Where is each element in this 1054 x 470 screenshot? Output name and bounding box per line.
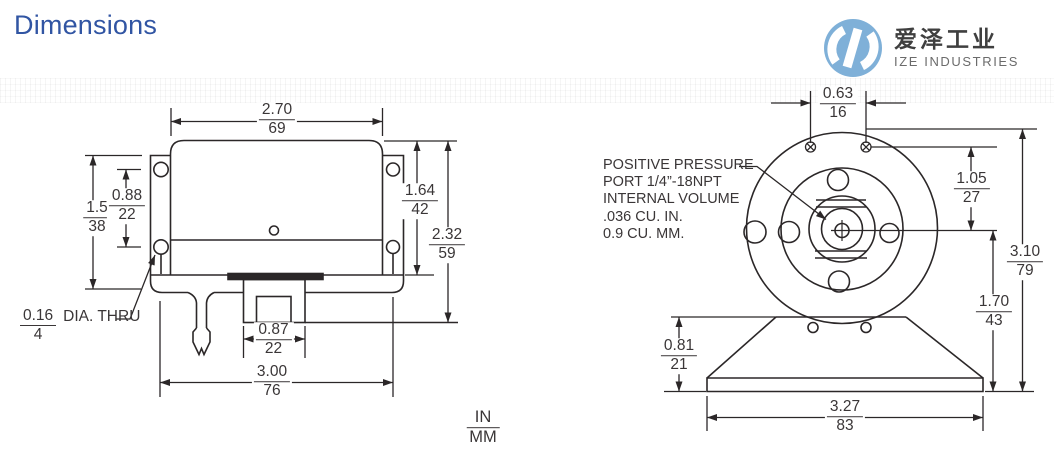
mounting-hole (153, 161, 170, 178)
logo-text-en: IZE INDUSTRIES (894, 54, 1019, 70)
dim-in: 0.87 (255, 321, 292, 341)
dim-in: 3.10 (1006, 243, 1044, 263)
note-line: INTERNAL VOLUME (603, 191, 740, 208)
bolt-hole (827, 270, 851, 293)
dim-in: 0.63 (819, 85, 857, 105)
base-left-slope (706, 316, 777, 379)
bolt-hole (879, 222, 900, 244)
dim-mm: 43 (985, 312, 1003, 330)
dim-base-height: 0.81 21 (658, 337, 700, 374)
dim-mm: 27 (962, 189, 981, 207)
company-logo: 爱泽工业 IZE INDUSTRIES (822, 17, 1019, 79)
port-opening (255, 295, 292, 324)
base-hole (860, 321, 872, 334)
dim-front-total-height: 3.10 79 (1004, 243, 1046, 280)
dim-mm: 69 (268, 120, 286, 138)
dim-mm: 83 (836, 417, 854, 435)
dim-screw-to-center: 1.05 27 (951, 170, 992, 207)
port-boss-circle (808, 195, 876, 263)
logo-icon (824, 19, 882, 77)
bolt-hole (777, 220, 801, 244)
dim-in: 1.5 (83, 199, 111, 219)
base-plate (706, 377, 984, 393)
dim-screw-spacing: 0.63 16 (817, 85, 859, 122)
mounting-hole (385, 162, 401, 177)
dim-in: 2.70 (258, 101, 296, 121)
dim-body-width: 2.70 69 (256, 101, 298, 138)
front-view-outline (706, 131, 984, 393)
dim-mm: 59 (438, 245, 456, 263)
bolt-hole (826, 168, 850, 192)
dim-in: 2.32 (428, 226, 466, 246)
left-mounting-flange (149, 154, 171, 275)
dim-base-width: 3.27 83 (824, 398, 866, 435)
page-title: Dimensions (14, 10, 158, 40)
dim-in: 1.64 (401, 182, 439, 202)
base-hole (807, 321, 819, 334)
mounting-hole (385, 239, 401, 255)
dim-mm: 22 (264, 340, 283, 358)
port-circle (820, 207, 864, 251)
gasket-bar (227, 272, 324, 281)
port-block (242, 278, 306, 324)
cover-screw-hole (268, 225, 280, 236)
flange-circle (780, 167, 904, 291)
hole-note-leader (116, 254, 156, 320)
mounting-hole (153, 239, 170, 256)
dim-mm: 42 (411, 201, 429, 219)
dim-mm: 4 (33, 326, 43, 344)
dim-in: 0.16 (20, 307, 57, 327)
dim-mm: 22 (118, 206, 136, 224)
units-mm: MM (469, 428, 497, 447)
dim-hole-diameter-note: 0.16 4 DIA. THRU (18, 307, 141, 344)
logo-text: 爱泽工业 IZE INDUSTRIES (894, 25, 1019, 70)
dim-bottom-width: 3.00 76 (251, 363, 293, 400)
dim-fraction: 0.16 4 (18, 307, 58, 344)
terminal (187, 291, 215, 357)
dim-mm: 21 (670, 356, 688, 374)
dim-total-height: 2.32 59 (426, 226, 468, 263)
dim-mm: 38 (88, 218, 106, 236)
note-line: 0.9 CU. MM. (603, 225, 685, 242)
dim-cover-height: 1.64 42 (399, 182, 441, 219)
top-screws (804, 141, 872, 153)
body-outline (169, 139, 384, 275)
dim-mm: 16 (829, 104, 847, 122)
note-line: PORT 1/4”-18NPT (603, 174, 722, 191)
watermark-band (0, 78, 1054, 103)
base-right-slope (905, 316, 984, 379)
side-view-outline (149, 139, 458, 357)
dim-center-to-base: 1.70 43 (973, 293, 1015, 330)
units-legend: IN MM (464, 408, 502, 447)
pressure-port-leader (739, 165, 827, 221)
dim-port-width: 0.87 22 (253, 321, 294, 358)
note-line: POSITIVE PRESSURE (603, 157, 754, 173)
housing-hole (743, 220, 767, 244)
pressure-port-note: POSITIVE PRESSURE PORT 1/4”-18NPT INTERN… (603, 157, 754, 243)
dim-in: 0.88 (108, 187, 146, 207)
note-line: .036 CU. IN. (603, 208, 683, 225)
dim-mm: 76 (263, 382, 281, 400)
housing-outer-circle (745, 131, 939, 325)
dim-in: 3.27 (826, 398, 864, 418)
logo-text-cn: 爱泽工业 (894, 25, 998, 52)
base-bottom-left (149, 275, 188, 294)
right-mounting-flange (382, 154, 405, 275)
dim-in: 1.70 (975, 293, 1013, 313)
dim-in: 3.00 (253, 363, 291, 383)
units-in: IN (466, 408, 500, 429)
dim-note-text: DIA. THRU (63, 308, 141, 325)
dim-in: 0.81 (660, 337, 698, 357)
base-bottom-right (305, 275, 405, 294)
dim-hole-spacing: 0.88 22 (106, 187, 148, 224)
dim-in: 1.05 (953, 170, 990, 190)
dim-mm: 79 (1016, 262, 1034, 280)
